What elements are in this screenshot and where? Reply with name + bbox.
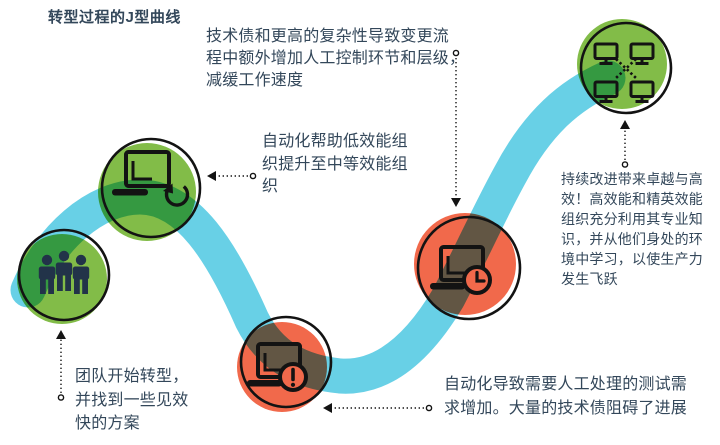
- node-automation-outline: [100, 137, 202, 239]
- laptop-refresh-icon: [112, 150, 190, 207]
- node-network-outline: [579, 21, 673, 115]
- network-monitors-icon: [593, 42, 655, 103]
- annotation-manual-testing: 自动化导致需要人工处理的测试需 求增加。大量的技术债阻碍了进展: [444, 376, 688, 417]
- node-controls-outline: [416, 215, 522, 321]
- node-network-fill: [577, 19, 667, 109]
- annotation-team-starts: 团队开始转型， 并找到一些见效 快的方案: [75, 368, 189, 432]
- node-testing-outline: [239, 315, 333, 409]
- connector-automation-helps: [207, 171, 257, 181]
- laptop-clock-icon: [430, 245, 492, 295]
- laptop-warning-icon: [247, 342, 308, 392]
- annotation-tech-debt: 技术债和更高的复杂性导致变更流 程中额外增加人工控制环节和层级， 减缓工作速度: [206, 28, 466, 89]
- annotation-continuous-improvement: 持续改进带来卓越与高 效！高效能和精英效能 组织充分利用其专业知 识，并从他们身…: [561, 171, 703, 287]
- node-automation-uplift: [98, 137, 202, 241]
- connector-team-starts: [56, 330, 66, 401]
- team-members-icon: [38, 250, 90, 294]
- page-title: 转型过程的J型曲线: [48, 9, 181, 26]
- node-team-outline: [17, 228, 111, 322]
- node-high-performance: [577, 19, 673, 115]
- node-team: [17, 228, 111, 324]
- node-testing-debt: [237, 315, 333, 412]
- connector-manual-testing: [323, 403, 433, 413]
- connector-continuous-improvement: [620, 120, 630, 168]
- annotation-connectors: [56, 49, 630, 413]
- connector-tech-debt: [451, 49, 461, 207]
- node-manual-controls: [414, 213, 522, 321]
- annotation-automation-helps: 自动化帮助低效能组 织提升至中等效能组 织: [262, 133, 408, 195]
